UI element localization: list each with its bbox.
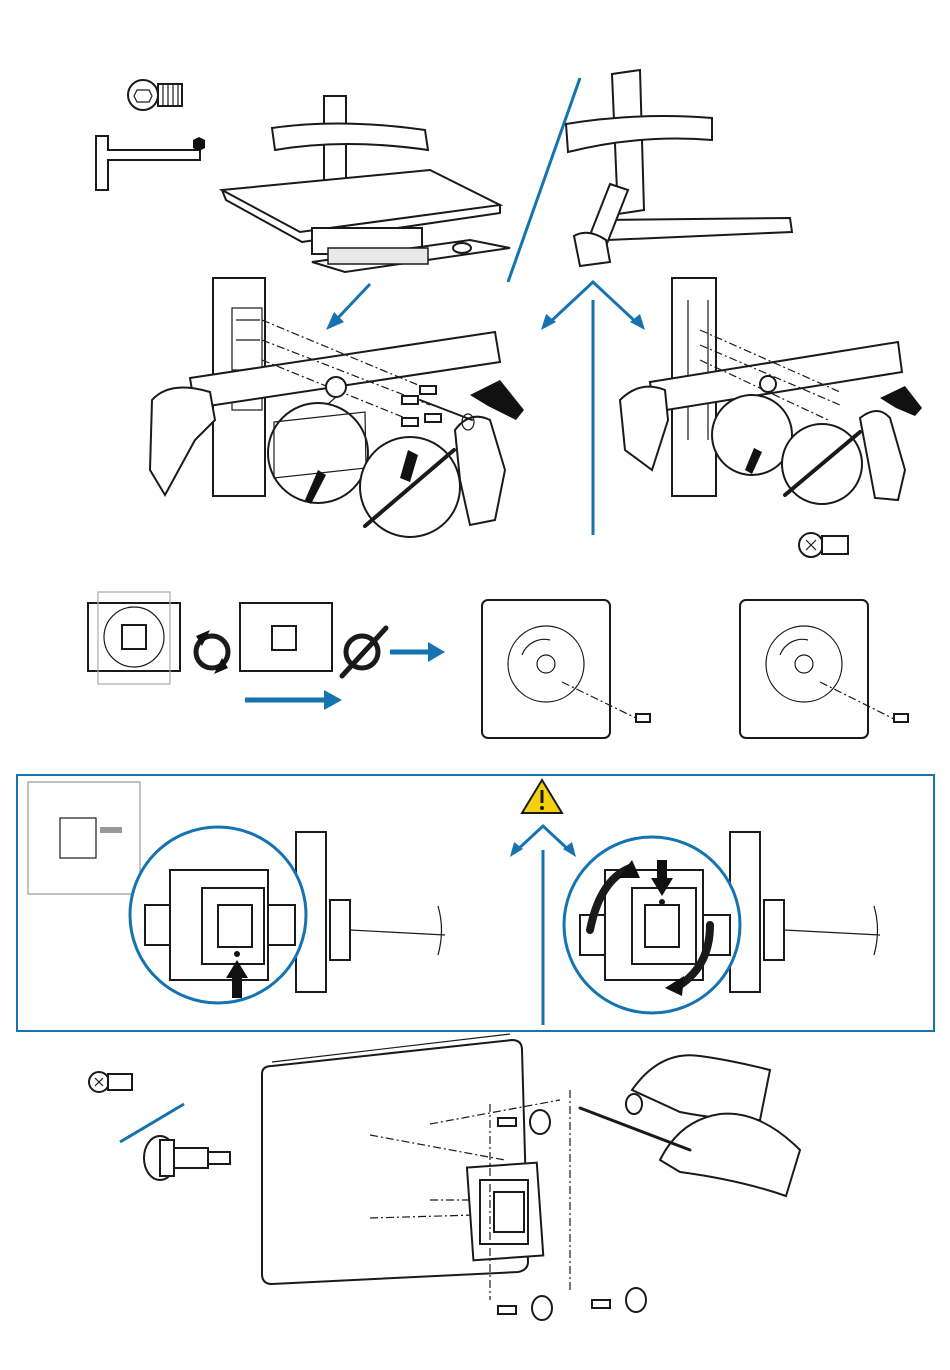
vesa-plate-right [740,600,908,738]
mount-bar-right [620,278,922,504]
tilt-check-left [28,782,445,1003]
screw-icon [799,533,848,557]
screw-icon [128,80,182,110]
hex-key-icon [96,136,205,190]
no-rotate-icon [342,628,386,676]
warning-triangle-icon [522,780,562,813]
screw-icon [89,1072,132,1092]
workstation-right [566,70,792,266]
hands-screwdriver [580,1055,800,1196]
monitor-back [262,1034,570,1300]
vesa-plate-left [482,600,650,738]
arrow-down-left [326,284,370,330]
workstation-left [222,96,510,272]
tilt-check-right [564,832,880,1013]
vesa-orientation [88,592,445,710]
rotate-icon [196,630,228,674]
thumb-screw-icon [144,1136,230,1180]
